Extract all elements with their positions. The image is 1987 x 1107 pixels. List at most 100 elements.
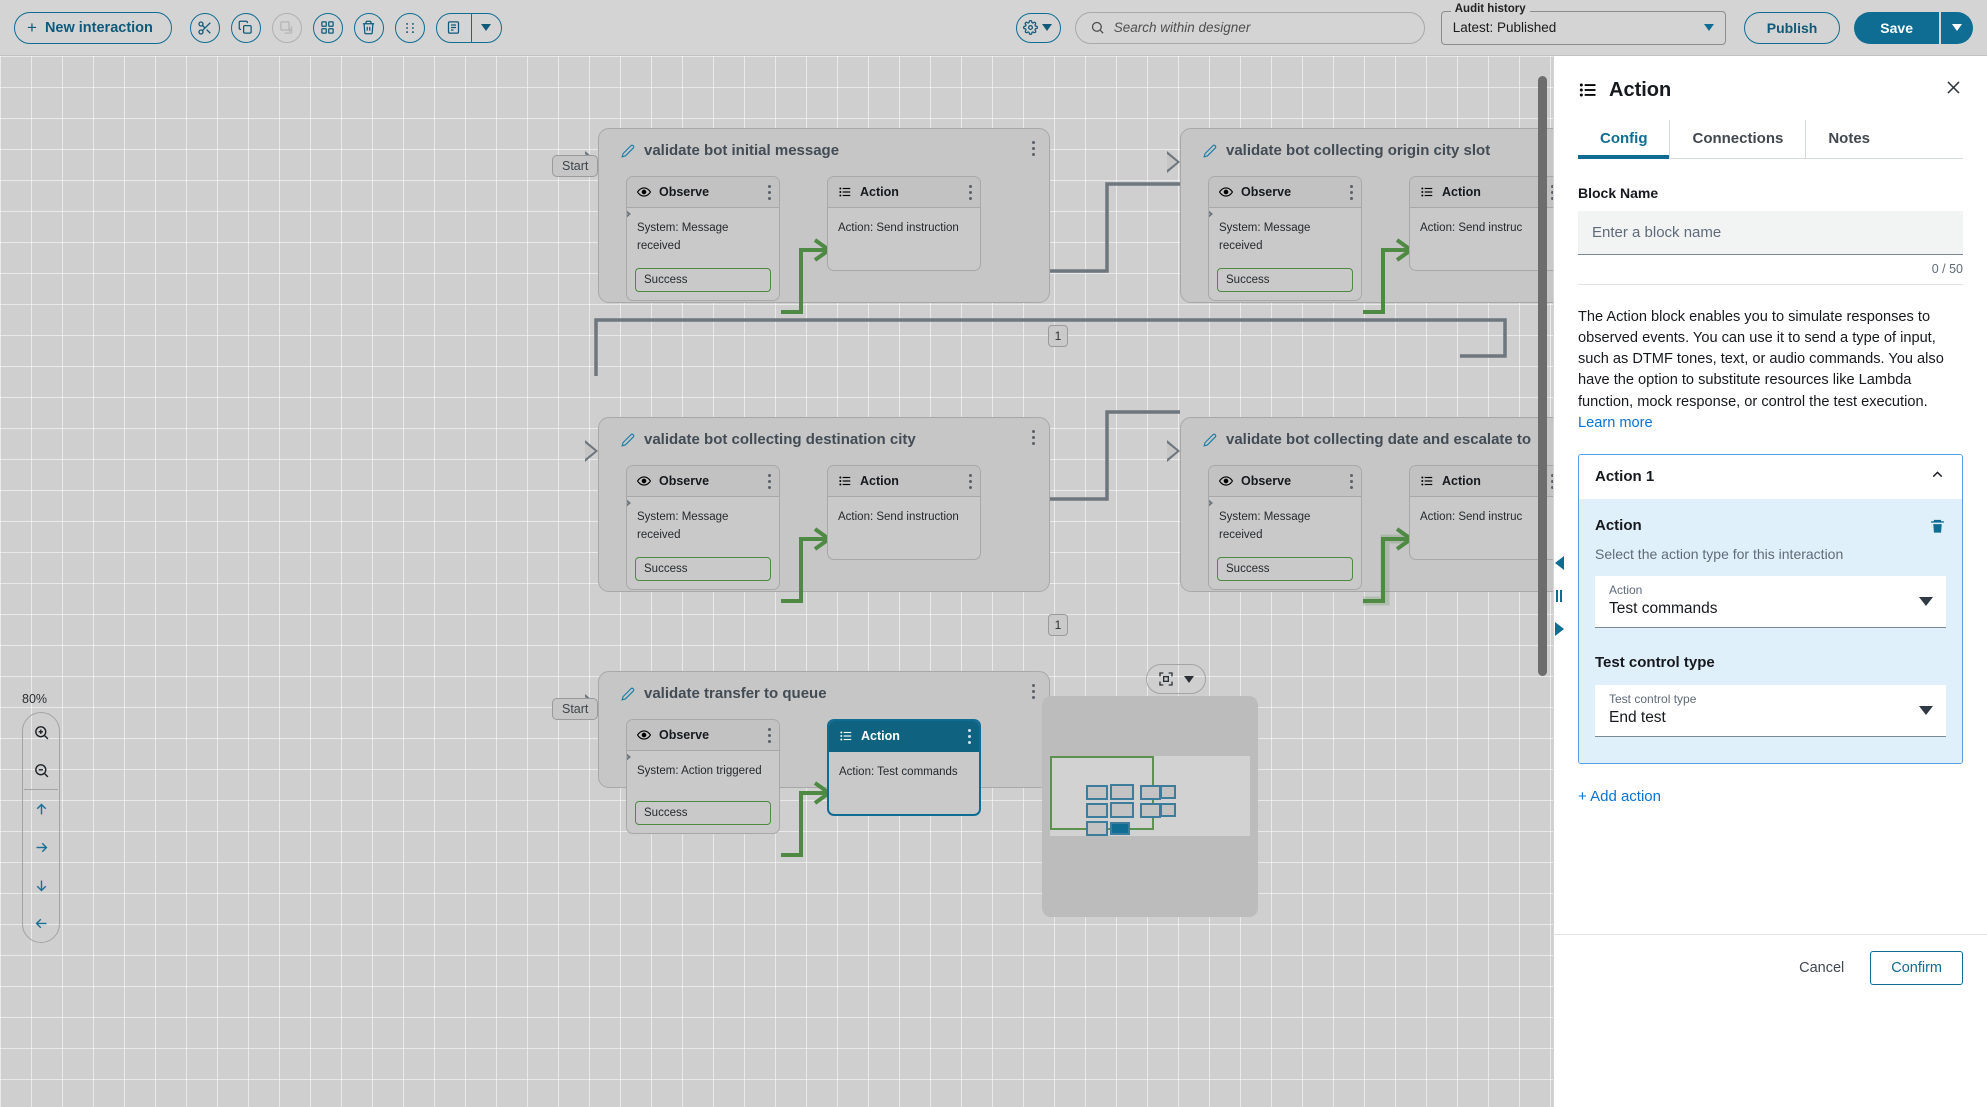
fit-to-screen-button[interactable] <box>1146 664 1206 694</box>
observe-node-success-port[interactable]: Success <box>1217 557 1353 581</box>
connection-badge[interactable]: 1 <box>1048 614 1068 636</box>
settings-split-button[interactable] <box>1015 12 1061 43</box>
test-control-type-select[interactable]: Test control type End test <box>1595 684 1946 737</box>
action-type-select-value: Test commands <box>1609 599 1718 617</box>
interaction-group[interactable]: Start validate bot initial message Obser… <box>552 128 1068 347</box>
observe-node-title: Observe <box>1241 474 1292 488</box>
save-button[interactable]: Save <box>1854 11 1939 44</box>
trash-icon[interactable] <box>1929 517 1946 539</box>
interaction-group[interactable]: Start validate transfer to queue Observe… <box>552 671 1050 857</box>
pencil-icon <box>1203 144 1217 158</box>
action-node[interactable]: Action Action: Send instruction <box>827 176 981 271</box>
observe-node-success-port[interactable]: Success <box>635 801 771 825</box>
tab-notes[interactable]: Notes <box>1805 120 1892 158</box>
chevron-down-icon <box>1703 24 1714 31</box>
pencil-icon <box>621 433 635 447</box>
notes-split-button[interactable] <box>435 12 502 43</box>
group-menu-icon[interactable] <box>1032 141 1035 156</box>
observe-node-title: Observe <box>659 185 710 199</box>
search-input[interactable]: Search within designer <box>1074 11 1425 44</box>
cut-icon[interactable] <box>189 12 220 43</box>
observe-node[interactable]: Observe System: Message received Success <box>1208 176 1362 301</box>
observe-node[interactable]: Observe System: Message received Success <box>626 176 780 301</box>
canvas-scrollbar[interactable] <box>1538 64 1547 1099</box>
connection-badge[interactable]: 1 <box>1048 325 1068 347</box>
node-menu-icon[interactable] <box>1350 474 1353 489</box>
observe-node[interactable]: Observe System: Message received Success <box>626 465 780 590</box>
chevron-up-icon[interactable] <box>1929 466 1946 488</box>
node-menu-icon[interactable] <box>1350 185 1353 200</box>
block-name-input[interactable]: Enter a block name <box>1578 211 1963 255</box>
node-menu-icon[interactable] <box>968 729 971 744</box>
action-node[interactable]: Action Action: Send instruc <box>1409 176 1553 271</box>
new-interaction-label: New interaction <box>44 19 153 36</box>
observe-node-body: System: Message received <box>627 208 779 262</box>
group-inbound-arrow <box>1167 440 1180 462</box>
group-menu-icon[interactable] <box>1032 684 1035 699</box>
node-menu-icon[interactable] <box>768 474 771 489</box>
learn-more-link[interactable]: Learn more <box>1578 414 1653 431</box>
tab-connections[interactable]: Connections <box>1669 120 1805 158</box>
pan-right-icon[interactable] <box>22 828 60 866</box>
action-node-title: Action <box>1442 474 1481 488</box>
observe-node-success-port[interactable]: Success <box>1217 268 1353 292</box>
chevron-left-icon[interactable] <box>1554 556 1564 570</box>
action-node[interactable]: Action Action: Send instruc <box>1409 465 1553 560</box>
observe-node[interactable]: Observe System: Message received Success <box>1208 465 1362 590</box>
block-name-placeholder: Enter a block name <box>1592 224 1722 241</box>
interaction-group[interactable]: validate bot collecting date and escalat… <box>1167 417 1553 606</box>
chevron-right-icon[interactable] <box>1554 622 1564 636</box>
designer-canvas[interactable]: Start validate bot initial message Obser… <box>0 56 1553 1107</box>
group-title: validate bot initial message <box>599 129 1049 159</box>
publish-button[interactable]: Publish <box>1743 11 1841 44</box>
action-node-text: Action: Send instruction <box>838 511 959 523</box>
accordion-header[interactable]: Action 1 <box>1579 454 1962 499</box>
new-interaction-button[interactable]: + New interaction <box>14 11 172 44</box>
observe-node-success-port[interactable]: Success <box>635 557 771 581</box>
minimap[interactable] <box>1042 696 1258 917</box>
observe-node-success-port[interactable]: Success <box>635 268 771 292</box>
audit-history-legend: Audit history <box>1450 2 1530 15</box>
observe-node[interactable]: Observe System: Action triggered Success <box>626 719 780 834</box>
save-dropdown-toggle[interactable] <box>1939 11 1973 44</box>
tab-config[interactable]: Config <box>1578 120 1670 159</box>
confirm-button[interactable]: Confirm <box>1870 951 1963 985</box>
action-type-select[interactable]: Action Test commands <box>1595 575 1946 628</box>
add-action-button[interactable]: + Add action <box>1578 787 1661 805</box>
zoom-in-icon[interactable] <box>22 713 60 751</box>
action-node[interactable]: Action Action: Send instruction <box>827 465 981 560</box>
canvas-scrollbar-thumb[interactable] <box>1538 76 1547 676</box>
action-node-selected[interactable]: Action Action: Test commands <box>827 719 981 816</box>
list-icon <box>839 187 851 197</box>
node-menu-icon[interactable] <box>969 185 972 200</box>
close-icon[interactable] <box>1944 78 1963 102</box>
pan-up-icon[interactable] <box>22 790 60 828</box>
zoom-out-icon[interactable] <box>22 751 60 789</box>
interaction-group[interactable]: validate bot collecting origin city slot… <box>1167 128 1553 314</box>
group-menu-icon[interactable] <box>1032 430 1035 445</box>
drag-handle-icon[interactable] <box>394 12 425 43</box>
observe-node-body: System: Message received <box>627 497 779 551</box>
trash-icon[interactable] <box>353 12 384 43</box>
save-split-button: Save <box>1854 11 1973 44</box>
node-menu-icon[interactable] <box>1551 474 1553 489</box>
cancel-button[interactable]: Cancel <box>1783 952 1860 984</box>
pan-down-icon[interactable] <box>22 866 60 904</box>
node-menu-icon[interactable] <box>1551 185 1553 200</box>
group-title: validate bot collecting origin city slot <box>1181 129 1553 159</box>
node-menu-icon[interactable] <box>969 474 972 489</box>
copy-icon[interactable] <box>230 12 261 43</box>
minimap-node <box>1110 802 1134 818</box>
top-toolbar: + New interaction <box>0 0 1987 56</box>
pan-left-icon[interactable] <box>22 904 60 942</box>
panel-collapse-handle[interactable] <box>1553 556 1565 636</box>
node-menu-icon[interactable] <box>768 728 771 743</box>
notes-dropdown-toggle[interactable] <box>470 13 501 42</box>
eye-icon <box>637 476 651 486</box>
drag-bars-icon[interactable] <box>1556 590 1562 602</box>
notes-icon[interactable] <box>437 14 471 42</box>
node-menu-icon[interactable] <box>768 185 771 200</box>
interaction-group[interactable]: validate bot collecting destination city… <box>585 417 1068 636</box>
grid-icon[interactable] <box>312 12 343 43</box>
audit-history-select[interactable]: Audit history Latest: Published <box>1440 2 1726 45</box>
